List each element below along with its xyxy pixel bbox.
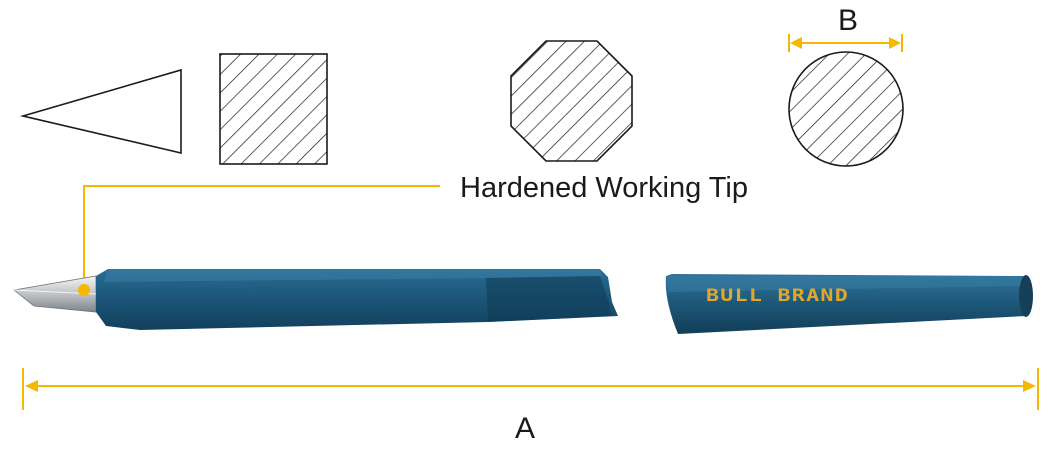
square-cross-section: [219, 53, 328, 165]
chisel-round-shank: [665, 274, 1033, 334]
tip-profile-triangle: [19, 68, 182, 155]
tip-leader-line: [83, 185, 440, 289]
chisel-octagonal-body: [96, 269, 618, 330]
tip-label: Hardened Working Tip: [460, 172, 749, 204]
dimension-a-label: A: [515, 412, 536, 445]
dimension-b: [788, 34, 903, 52]
octagon-cross-section: [510, 40, 633, 162]
dimension-b-label: B: [838, 4, 859, 37]
round-cross-section: [788, 51, 904, 167]
dim-b-arrow-left: [790, 37, 802, 49]
dim-a-arrow-left: [25, 380, 38, 392]
dimension-a: [22, 368, 1039, 410]
brand-marking: BULL BRAND: [706, 286, 849, 306]
tip-marker-dot: [78, 284, 90, 296]
dim-b-arrow-right: [889, 37, 901, 49]
dim-a-arrow-right: [1023, 380, 1036, 392]
